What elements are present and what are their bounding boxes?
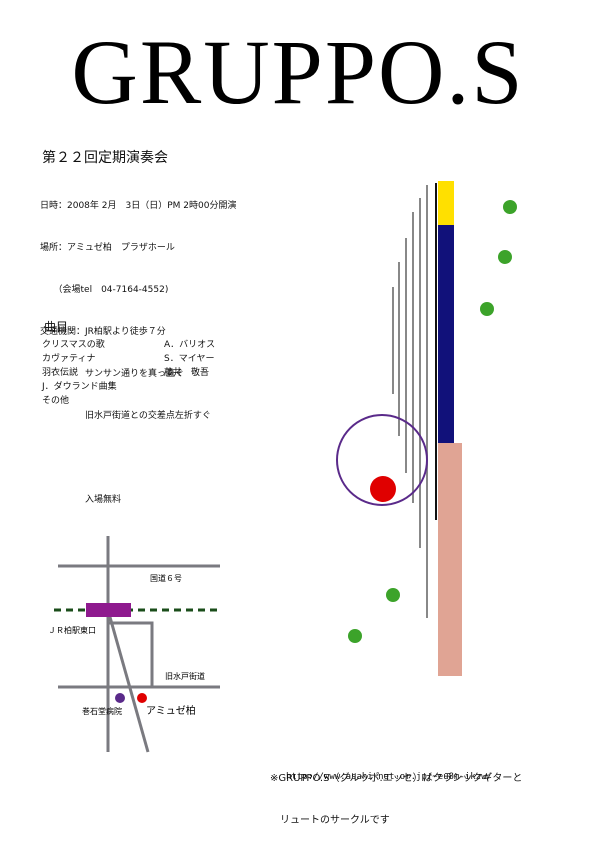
program-composer: 藤井 敬吾 (164, 368, 210, 378)
info-venue-tel: （会場tel 04-7164-4552) (40, 285, 169, 295)
program-item: その他 (42, 394, 215, 408)
green-dot (480, 302, 494, 316)
program-item: J．ダウランド曲集 (42, 380, 215, 394)
green-dot (498, 250, 512, 264)
map-roads (58, 536, 220, 753)
old-mito-label: 旧水戸街道 (165, 671, 205, 681)
green-dot (386, 588, 400, 602)
program-title: その他 (42, 396, 70, 406)
program-title: 羽衣伝説 (42, 368, 79, 378)
station-label: ＪＲ柏駅東口 (48, 625, 96, 635)
side-road (108, 621, 154, 687)
footer-url: http://www.asahi-net.or.jp/~eu8m-ikzw/ (286, 772, 492, 782)
purple-ring (336, 414, 428, 506)
amuse-marker (137, 693, 147, 703)
info-access-1: 交通機関：JR柏駅より徒歩７分 (40, 327, 166, 337)
station-building (86, 603, 131, 617)
program-composer: A．バリオス (164, 340, 216, 350)
salmon-block (438, 443, 462, 676)
program-list: クリスマスの歌 A．バリオス カヴァティナ S．マイヤー 羽衣伝説 藤井 敬吾 … (42, 338, 215, 408)
program-title: クリスマスの歌 (42, 340, 105, 350)
footer-line-2: リュートのサークルです (270, 815, 390, 826)
yellow-block (438, 181, 454, 226)
hospital-marker (115, 693, 125, 703)
program-item: 羽衣伝説 藤井 敬吾 (42, 366, 215, 380)
program-composer: S．マイヤー (164, 354, 215, 364)
program-item: クリスマスの歌 A．バリオス (42, 338, 215, 352)
program-title: カヴァティナ (42, 354, 96, 364)
program-item: カヴァティナ S．マイヤー (42, 352, 215, 366)
green-dot (503, 200, 517, 214)
program-title: J．ダウランド曲集 (42, 382, 117, 392)
info-date: 日時：2008年 2月 3日（日）PM 2時00分開演 (40, 201, 237, 211)
footer-note: ※GRUPPO.S（グルッポ.エッセ）はクラシックギターと リュートのサークルで… (270, 744, 522, 842)
info-venue: 場所：アミュゼ柏 プラザホール (40, 243, 175, 253)
route6-label: 国道６号 (150, 573, 182, 583)
hospital-label: 巻石堂病院 (82, 706, 122, 716)
concert-name: 第２２回定期演奏会 (42, 150, 168, 166)
footer-line-1: ※GRUPPO.S（グルッポ.エッセ）はクラシックギターと (270, 773, 523, 784)
diagonal-road (106, 609, 150, 753)
green-dot (348, 629, 362, 643)
red-dot (370, 476, 396, 502)
event-info: 日時：2008年 2月 3日（日）PM 2時00分開演 場所：アミュゼ柏 プラザ… (40, 171, 236, 521)
flyer-title: GRUPPO.S (71, 21, 525, 123)
info-access-2: サンサン通りを真っ直ぐ (40, 369, 185, 379)
amuse-label: アミュゼ柏 (146, 704, 196, 717)
string-lines (392, 185, 428, 618)
navy-block (438, 225, 454, 444)
info-access-3: 旧水戸街道との交差点左折すぐ (40, 411, 211, 421)
info-admission: 入場無料 (40, 495, 122, 505)
program-heading: 曲目 (44, 320, 69, 334)
